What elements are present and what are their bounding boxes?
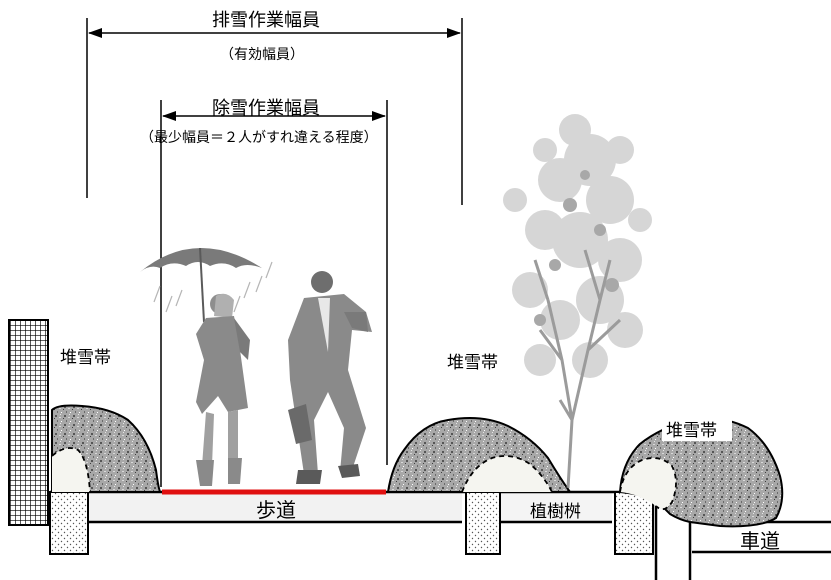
fence-icon	[8, 319, 49, 526]
inner-dimension-subtitle: （最少幅員＝２人がすれ違える程度）	[140, 130, 378, 146]
outer-dimension-subtitle: （有効幅員）	[220, 47, 304, 63]
snow-band-mid-label: 堆雪帯	[447, 353, 498, 373]
snow-pile-right	[618, 417, 784, 528]
snow-band-right-label-bg	[662, 413, 732, 441]
roadway-label: 車道	[740, 529, 780, 553]
walking-man-icon	[288, 271, 372, 484]
inner-dimension-title: 除雪作業幅員	[212, 98, 320, 119]
umbrella-woman-icon	[140, 247, 273, 486]
inner-dimension	[160, 100, 388, 487]
curb-left	[49, 491, 89, 555]
snow-band-left-label: 堆雪帯	[60, 348, 111, 368]
outer-dimension	[86, 18, 463, 205]
ground-structure	[50, 490, 831, 580]
planter-label: 植樹桝	[530, 502, 581, 522]
outer-dimension-title: 排雪作業幅員	[212, 10, 320, 31]
snow-pile-left	[51, 404, 162, 493]
snow-band-right-label: 堆雪帯	[666, 421, 717, 441]
tree-icon	[503, 114, 652, 489]
curb-right	[614, 491, 654, 555]
sidewalk-label: 歩道	[256, 498, 296, 522]
curb-mid	[465, 491, 501, 555]
snow-pile-mid	[386, 417, 572, 493]
